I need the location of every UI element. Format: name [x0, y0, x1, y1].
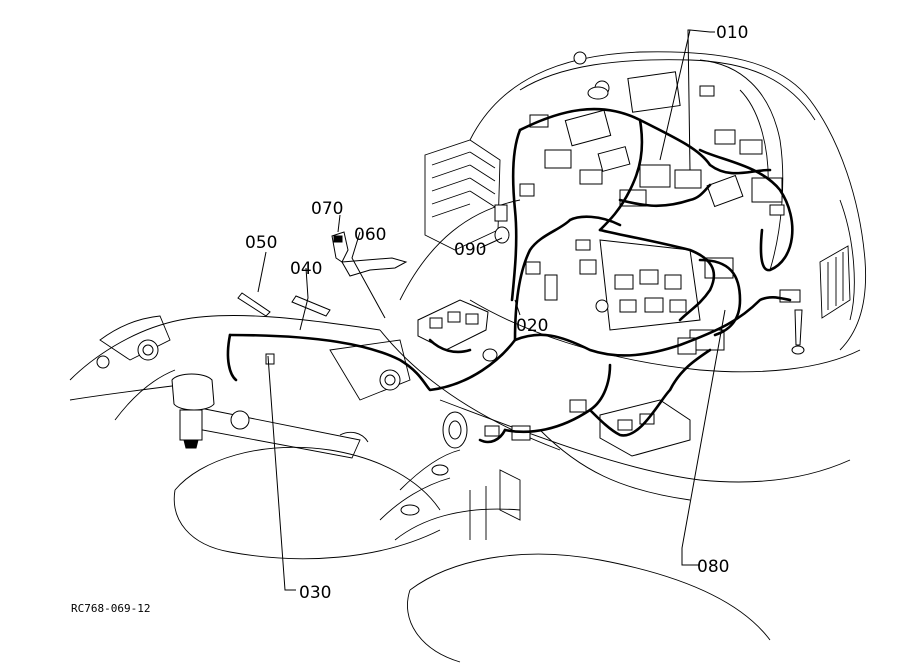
callout-labels: 010 020 030 040 050 060 070 080 090 — [245, 23, 748, 603]
machine-outline — [69, 51, 867, 663]
callout-010: 010 — [716, 23, 748, 43]
loose-parts — [237, 231, 408, 317]
callout-060: 060 — [354, 225, 386, 245]
clamp-040 — [291, 295, 331, 317]
callout-080: 080 — [697, 557, 729, 577]
callout-030: 030 — [299, 583, 331, 603]
callout-040: 040 — [290, 259, 322, 279]
callout-090: 090 — [454, 240, 486, 260]
callout-050: 050 — [245, 233, 277, 253]
drawing-reference-code: RC768-069-12 — [71, 602, 150, 615]
callout-020: 020 — [516, 316, 548, 336]
leader-lines — [257, 29, 726, 591]
main-wiring-harness — [226, 107, 794, 444]
callout-070: 070 — [311, 199, 343, 219]
harness-components — [171, 51, 805, 457]
bracket-060 — [341, 257, 408, 277]
clamp-050 — [237, 292, 271, 317]
